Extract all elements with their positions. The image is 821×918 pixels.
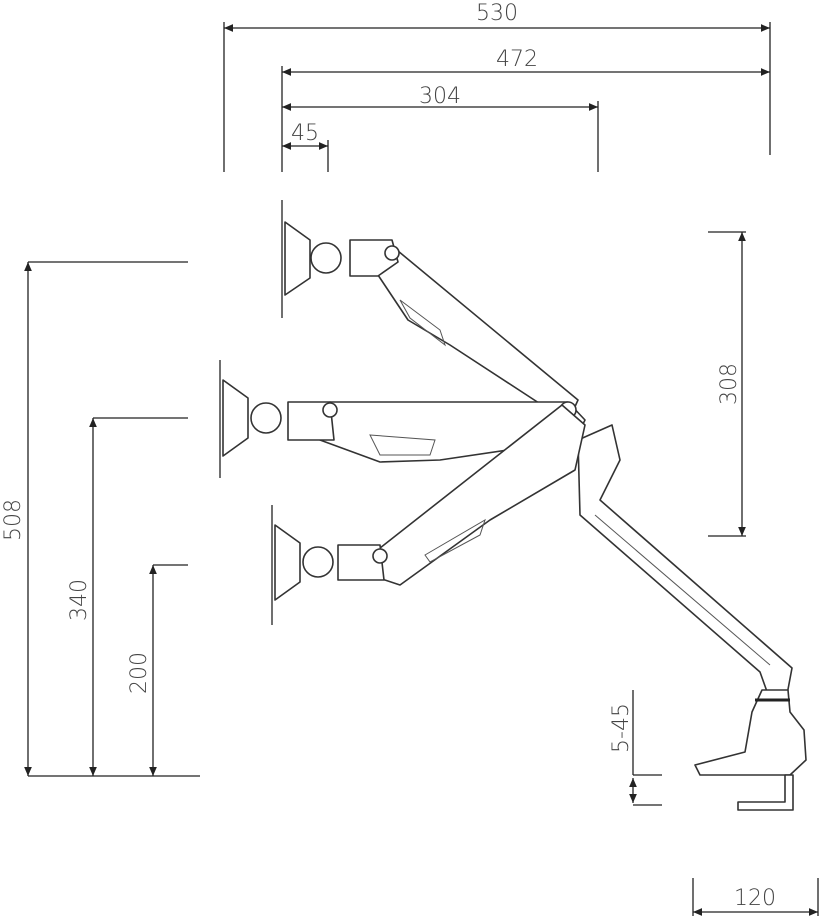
label-120: 120: [734, 886, 776, 911]
label-508: 508: [1, 499, 26, 541]
arm-top: [281, 200, 579, 423]
label-472: 472: [496, 47, 538, 72]
dim-plate-offset: 45: [282, 121, 329, 172]
dim-reach-width: 472: [281, 47, 770, 172]
dim-arm-width: 304: [282, 84, 599, 172]
dim-max-height: 508: [1, 261, 200, 777]
label-45: 45: [291, 121, 319, 146]
pole-and-clamp: [577, 424, 807, 811]
dim-vertical-travel: 308: [708, 231, 746, 537]
dim-min-height: 200: [127, 564, 188, 776]
dim-clamp-thickness: 5-45: [609, 690, 662, 806]
dim-overall-width: 530: [223, 1, 771, 172]
label-340: 340: [67, 579, 92, 621]
dim-base-width: 120: [692, 878, 819, 916]
arm-bottom: [271, 404, 586, 625]
label-530: 530: [476, 1, 518, 26]
dim-mid-height: 340: [67, 417, 188, 776]
label-5-45: 5-45: [609, 703, 634, 753]
label-200: 200: [127, 652, 152, 694]
label-304: 304: [419, 84, 461, 109]
label-308: 308: [717, 363, 742, 405]
